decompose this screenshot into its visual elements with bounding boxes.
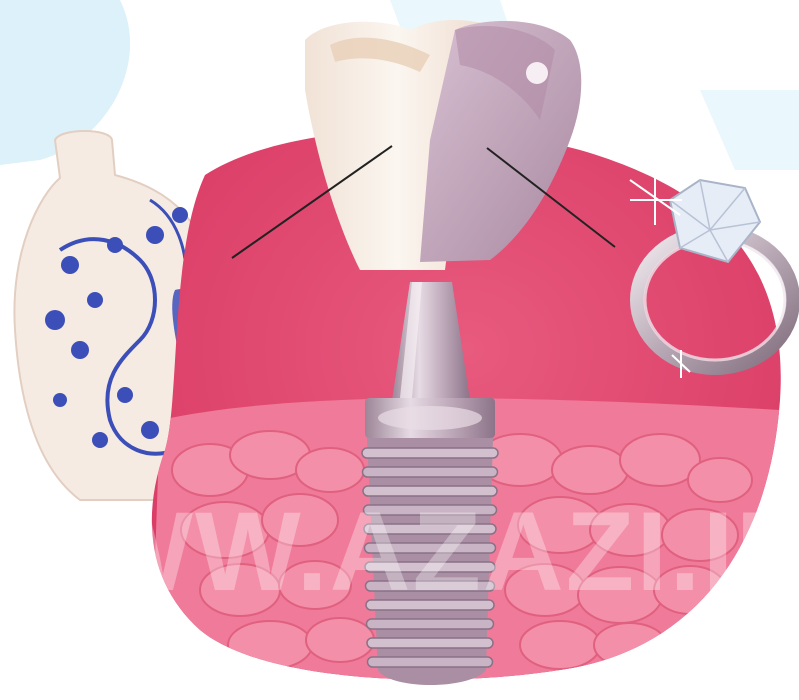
bone-cell <box>306 618 374 662</box>
screw-thread <box>362 448 498 458</box>
bone-cell <box>594 623 666 667</box>
screw-thread <box>367 619 494 629</box>
bone-cell <box>296 448 364 492</box>
screw-thread <box>363 467 498 477</box>
screw-thread <box>368 657 493 667</box>
bone-cell <box>228 621 312 669</box>
watermark-text: WWW.AZAZI.IR <box>0 489 799 614</box>
screw-thread <box>367 638 493 648</box>
ring-diamond <box>670 180 760 262</box>
bone-cell <box>520 621 600 669</box>
crown-highlight <box>526 62 548 84</box>
bone-cell <box>552 446 628 494</box>
